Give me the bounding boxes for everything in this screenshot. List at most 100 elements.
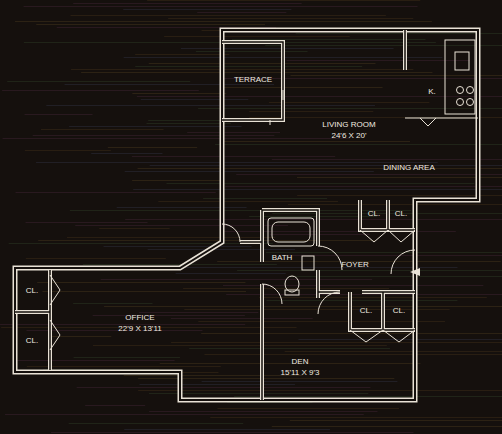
scan-line (108, 147, 197, 148)
scan-line (287, 60, 470, 61)
scan-line (166, 183, 474, 184)
scan-line (139, 312, 258, 313)
scan-line (5, 414, 364, 415)
room-label: CL. (25, 337, 39, 346)
scan-line (249, 111, 373, 112)
scan-line (146, 123, 230, 124)
scan-line (217, 408, 399, 409)
walls (15, 30, 478, 400)
room-label: DINING AREA (382, 164, 436, 173)
scan-line (67, 237, 275, 238)
scan-line (168, 18, 413, 19)
room-label: CL. (359, 307, 373, 316)
scan-line (71, 15, 386, 16)
scan-line (259, 297, 487, 298)
scan-line (137, 96, 502, 97)
scan-line (290, 420, 502, 421)
scan-line (234, 396, 502, 397)
scan-line (83, 264, 277, 265)
scan-line (221, 87, 382, 88)
scan-line (117, 207, 247, 208)
scan-line (150, 165, 502, 166)
room-label: OFFICE (124, 314, 155, 323)
scan-line (149, 63, 376, 64)
scan-line (222, 141, 410, 142)
room-label: K. (427, 88, 437, 97)
scan-line (125, 171, 374, 172)
scan-line (284, 255, 502, 256)
scan-line (198, 321, 445, 322)
scan-line (133, 189, 502, 190)
scan-line (15, 21, 432, 22)
scan-line (42, 291, 246, 292)
scan-line (226, 294, 502, 295)
scan-line (196, 51, 308, 52)
entry-mark (410, 268, 420, 276)
scan-line (17, 360, 175, 361)
scan-line (104, 246, 252, 247)
scan-line (24, 6, 418, 7)
room-label: 15'11 X 9'3 (280, 369, 321, 378)
scan-line (265, 45, 502, 46)
scan-line (272, 159, 502, 160)
scan-line (135, 66, 362, 67)
fixtures (50, 40, 478, 350)
scan-line (69, 423, 244, 424)
scan-line (25, 150, 111, 151)
scan-line (93, 345, 387, 346)
scan-line (237, 270, 502, 271)
scan-line (41, 129, 164, 130)
scan-line (181, 48, 394, 49)
scan-line (99, 228, 169, 229)
scan-line (36, 162, 438, 163)
scan-line (135, 54, 229, 55)
scan-line (236, 174, 502, 175)
room-label: LIVING ROOM (321, 121, 376, 130)
scan-line (202, 381, 398, 382)
room-label: CL. (394, 210, 408, 219)
scan-line (93, 315, 245, 316)
scan-line (141, 99, 249, 100)
scan-line (73, 303, 152, 304)
scan-line (184, 309, 449, 310)
scan-line (204, 354, 502, 355)
scan-line (210, 417, 502, 418)
scan-line (222, 231, 455, 232)
room-label: 24'6 X 20' (330, 132, 367, 141)
room-label: TERRACE (233, 76, 273, 85)
scan-line (74, 357, 180, 358)
scan-line (171, 318, 313, 319)
scan-line (2, 90, 199, 91)
scan-line (132, 93, 226, 94)
room-label: CL. (392, 307, 406, 316)
scan-line (158, 201, 338, 202)
scan-line (124, 429, 330, 430)
scan-line (7, 81, 190, 82)
room-label: FOYER (340, 261, 370, 270)
scan-line (132, 156, 335, 157)
scan-line (46, 105, 375, 106)
room-label: 22'9 X 13'11 (117, 325, 162, 334)
scan-line (38, 240, 375, 241)
scan-line (75, 225, 288, 226)
scan-line (285, 351, 502, 352)
scan-line (298, 339, 502, 340)
scan-line (266, 300, 457, 301)
scan-line (232, 39, 426, 40)
scan-line (198, 108, 502, 109)
scan-line (215, 144, 502, 145)
scan-line (9, 243, 273, 244)
scan-line (297, 177, 502, 178)
scan-line (26, 222, 148, 223)
scan-line (197, 12, 286, 13)
scan-line (101, 279, 372, 280)
scan-line (297, 195, 502, 196)
scan-line (189, 348, 390, 349)
scan-line (36, 24, 265, 25)
scan-line (291, 75, 502, 76)
scan-line (65, 84, 275, 85)
scan-line (26, 258, 166, 259)
scan-line (249, 216, 377, 217)
